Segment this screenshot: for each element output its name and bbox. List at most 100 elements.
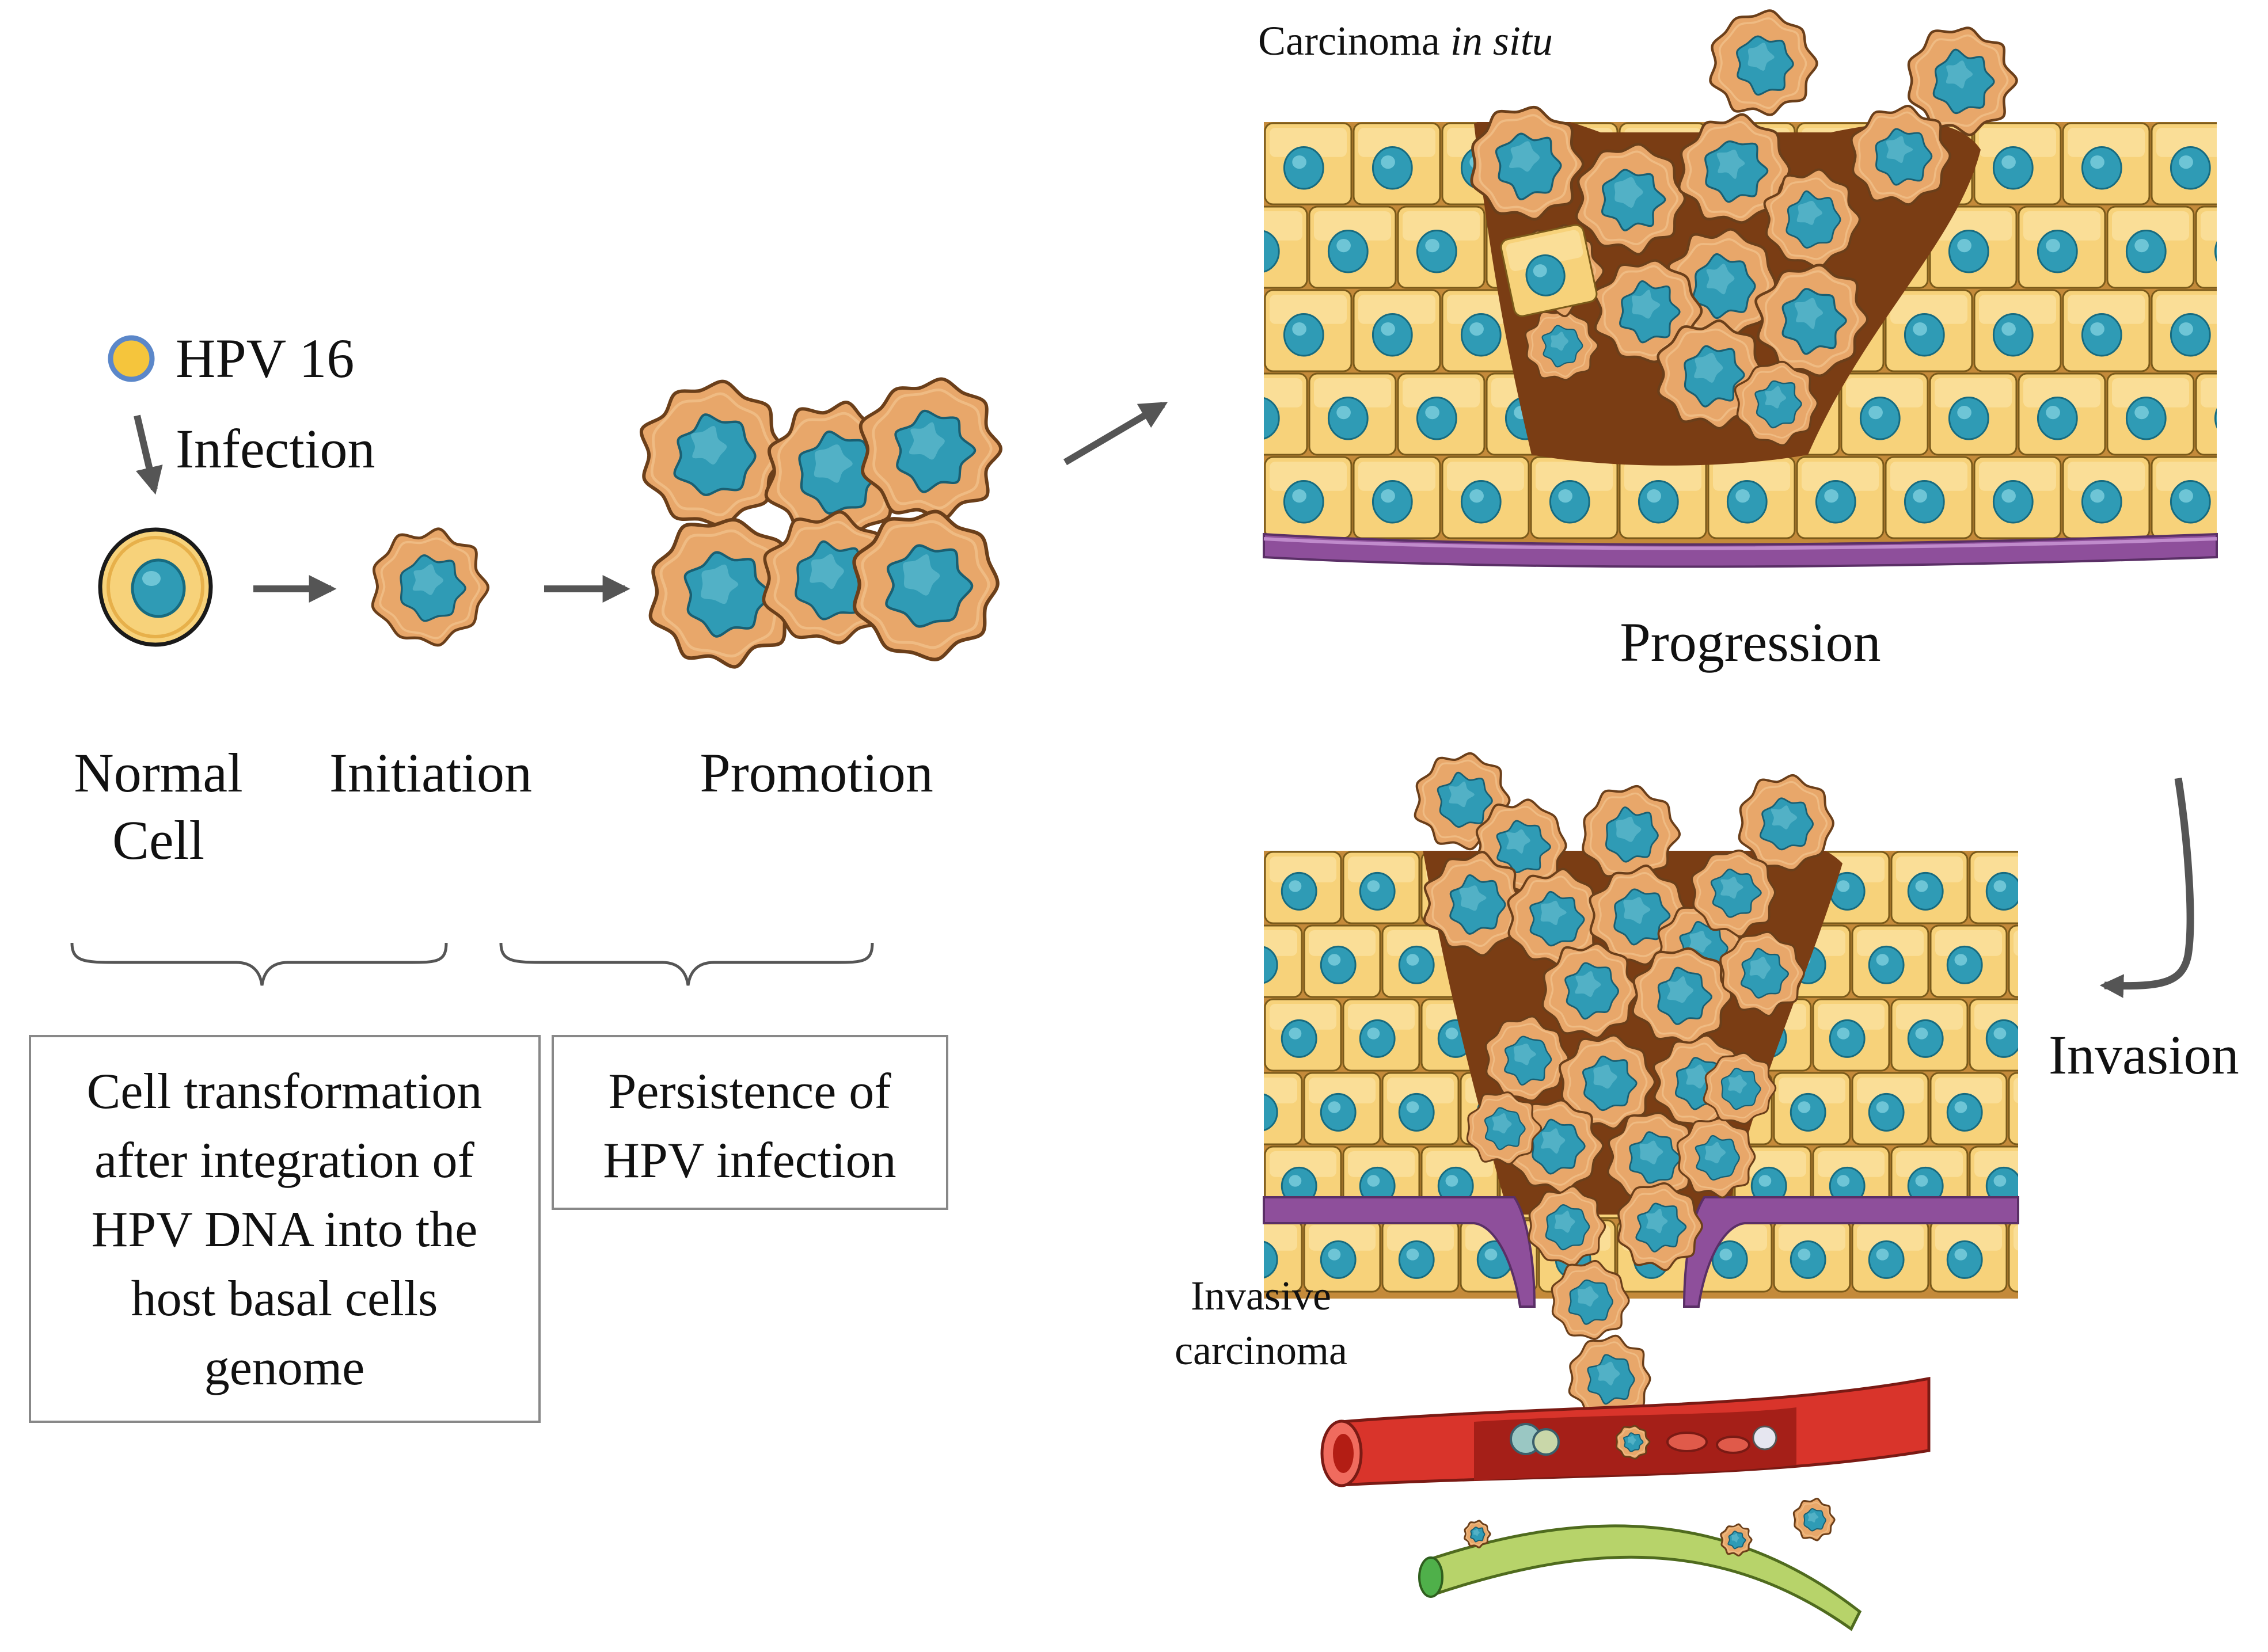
epithelial-cell xyxy=(1500,224,1598,317)
escaping-tumor-cell xyxy=(1720,1523,1753,1557)
dysplastic-cell xyxy=(1575,143,1686,256)
epithelial-cell xyxy=(1969,851,2018,924)
epithelial-cell xyxy=(1397,372,1486,456)
progression-label: Progression xyxy=(1620,611,1880,673)
invasive-label-line1: Invasive xyxy=(1191,1273,1331,1319)
epithelial-cell xyxy=(1381,1072,1460,1145)
epithelial-cell xyxy=(1353,122,1441,205)
epithelial-cell xyxy=(1812,998,1890,1072)
brace-transformation xyxy=(70,942,448,986)
dysplastic-cell xyxy=(1763,168,1861,269)
epithelial-cell xyxy=(1796,456,1885,539)
epithelial-cell xyxy=(1342,998,1420,1072)
invasion-label: Invasion xyxy=(2049,1024,2239,1086)
epithelial-cell xyxy=(1973,289,2062,372)
epithelial-cell xyxy=(1187,999,1263,1071)
epithelial-cell xyxy=(1851,1219,1929,1293)
transformation-box-line: HPV DNA into the xyxy=(92,1202,478,1258)
epithelial-cell xyxy=(1773,1072,1851,1145)
invasive-cell xyxy=(1582,785,1681,885)
epithelial-cell xyxy=(1973,456,2062,539)
epithelial-cell xyxy=(1264,122,1353,205)
epithelial-cell xyxy=(1353,289,1441,372)
arrow-to-progression xyxy=(1063,401,1168,466)
epithelial-cell xyxy=(1973,122,2062,205)
normal-cell-label-line2: Cell xyxy=(112,809,204,871)
invasive-cell xyxy=(1703,1052,1777,1125)
epithelial-cell xyxy=(1885,456,1973,539)
carcinoma-in-situ-tissue xyxy=(1176,9,2268,568)
epithelial-cell xyxy=(1885,289,1973,372)
epithelial-cell xyxy=(1176,123,1263,204)
epithelial-cell xyxy=(1308,205,1397,289)
initiation-label: Initiation xyxy=(329,742,532,804)
epithelial-cell xyxy=(1707,456,1796,539)
epithelial-cell xyxy=(2106,372,2195,456)
epithelial-cell xyxy=(1851,1072,1929,1145)
epithelial-cell xyxy=(1381,1219,1460,1293)
dysplastic-cell xyxy=(1734,360,1819,447)
invasive-cell xyxy=(1558,1034,1656,1130)
epithelial-cell xyxy=(1264,1219,1303,1293)
promotion-cell xyxy=(852,509,1000,661)
invasive-carcinoma-tissue xyxy=(1148,752,2163,1631)
initiation-cell xyxy=(371,527,490,647)
epithelial-cell xyxy=(2008,1219,2018,1293)
invasive-cell xyxy=(1507,867,1605,968)
epithelial-cell xyxy=(2087,1220,2163,1292)
epithelial-cell xyxy=(1890,851,1969,924)
epithelial-cell xyxy=(2151,289,2217,372)
promotion-cell xyxy=(858,377,1003,522)
epithelial-cell xyxy=(2240,123,2268,204)
epithelial-cell xyxy=(1890,998,1969,1072)
dysplastic-cell xyxy=(1657,319,1764,430)
transformation-box xyxy=(29,1035,541,1423)
transformation-box-line: after integration of xyxy=(94,1133,474,1189)
promotion-cell xyxy=(639,379,788,528)
dysplastic-cell xyxy=(1709,9,1818,116)
invasive-cell xyxy=(1541,942,1640,1039)
epithelial-cell xyxy=(1969,998,2018,1072)
invasive-cell xyxy=(1423,851,1525,957)
epithelial-cell xyxy=(1441,456,1530,539)
promotion-cell xyxy=(648,517,797,669)
epithelial-cell xyxy=(2062,289,2151,372)
epithelial-cell xyxy=(1264,1072,1303,1145)
invasive-label-line2: carcinoma xyxy=(1175,1327,1347,1373)
promotion-label: Promotion xyxy=(700,742,933,804)
dysplastic-cell xyxy=(1850,105,1951,206)
lymph-vessel xyxy=(1418,1520,1862,1631)
epithelial-cell xyxy=(1176,290,1263,371)
epithelial-cell xyxy=(1929,1072,2008,1145)
epithelial-cell xyxy=(1353,456,1441,539)
epithelial-cell xyxy=(1148,926,1224,997)
epithelial-cell xyxy=(1264,924,1303,998)
invasive-cell xyxy=(1690,849,1776,938)
epithelial-cell xyxy=(1264,289,1353,372)
epithelial-cell xyxy=(1303,1219,1381,1293)
epithelial-cell xyxy=(2018,372,2106,456)
epithelial-cell xyxy=(2008,1072,2018,1145)
dysplastic-cell xyxy=(1525,310,1599,381)
epithelial-cell xyxy=(2151,456,2217,539)
epithelial-cell xyxy=(1187,852,1263,923)
brace-persistence xyxy=(499,942,874,986)
epithelial-cell xyxy=(1929,205,2018,289)
promotion-cell xyxy=(764,401,908,542)
persistence-box-line: Persistence of xyxy=(608,1064,891,1120)
epithelial-cell xyxy=(1148,1073,1224,1144)
circulating-tumor-cell xyxy=(1615,1425,1651,1460)
epithelial-cell xyxy=(2048,1147,2124,1218)
invasive-cell xyxy=(1738,774,1834,871)
dysplastic-cell xyxy=(1907,26,2018,136)
invasive-cell xyxy=(1606,1112,1698,1204)
epithelial-cell xyxy=(1303,924,1381,998)
invasion-arrow xyxy=(2099,777,2194,998)
epithelial-cell xyxy=(1342,851,1420,924)
invasive-cell xyxy=(1528,1185,1606,1267)
normal-cell-label-line1: Normal xyxy=(74,742,242,804)
epithelial-cell xyxy=(1441,289,1530,372)
hpv-particle-icon xyxy=(108,335,155,382)
